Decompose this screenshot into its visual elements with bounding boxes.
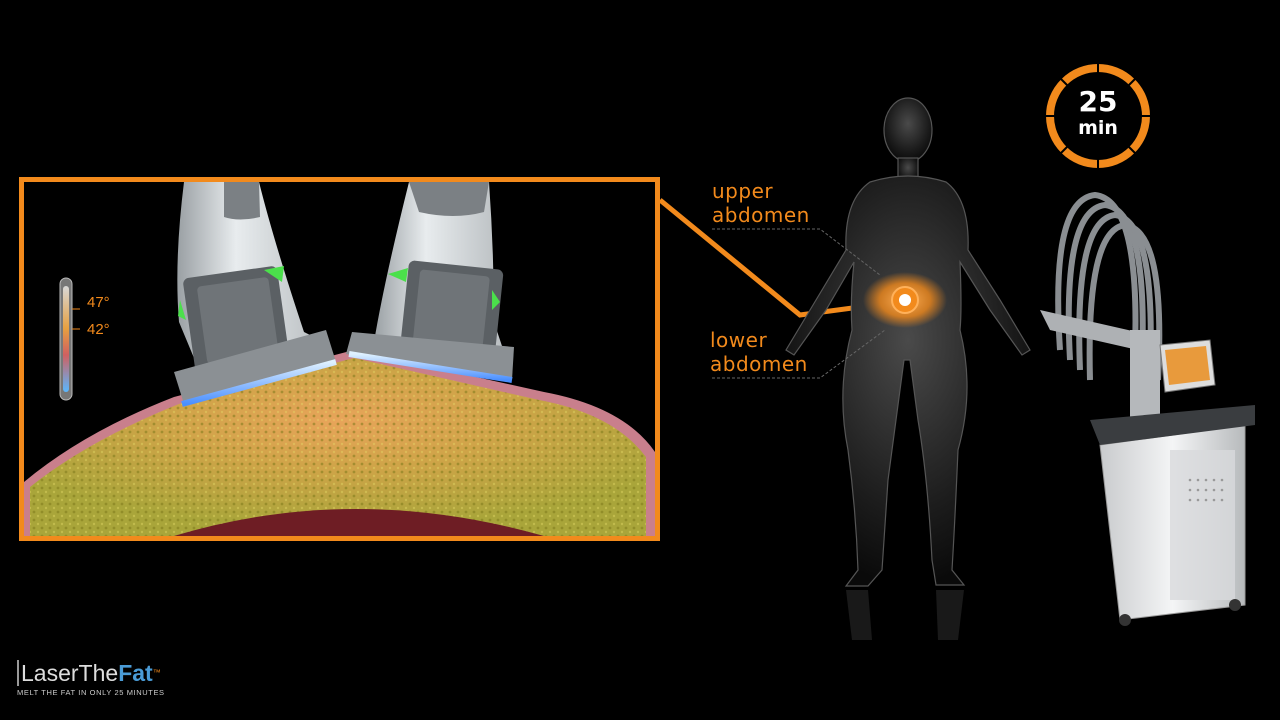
- tissue-illustration: [24, 182, 655, 536]
- logo-tagline: MELT THE FAT IN ONLY 25 MINUTES: [17, 688, 165, 697]
- human-figure: [785, 97, 1031, 587]
- upper-abdomen-label: upper abdomen: [712, 179, 810, 227]
- logo-wordmark: LaserTheFat™: [17, 660, 165, 686]
- sculpsure-device-illustration: [1040, 191, 1255, 626]
- laserthefat-logo: LaserTheFat™ MELT THE FAT IN ONLY 25 MIN…: [17, 660, 165, 697]
- lower-leader-line: [712, 329, 886, 379]
- applicator-inset-panel: 47° 42°: [19, 177, 660, 541]
- left-applicator: [174, 182, 337, 407]
- thermometer-icon: [59, 277, 80, 401]
- treatment-timer: 25 min: [1043, 61, 1153, 171]
- temp-high-label: 47°: [87, 294, 110, 311]
- timer-value: 25: [1078, 85, 1118, 118]
- upper-leader-line: [712, 228, 881, 276]
- lower-abdomen-label: lower abdomen: [710, 328, 808, 376]
- timer-ring-icon: [1046, 64, 1150, 168]
- temp-low-label: 42°: [87, 321, 110, 338]
- timer-unit: min: [1078, 117, 1118, 139]
- right-applicator: [346, 182, 514, 383]
